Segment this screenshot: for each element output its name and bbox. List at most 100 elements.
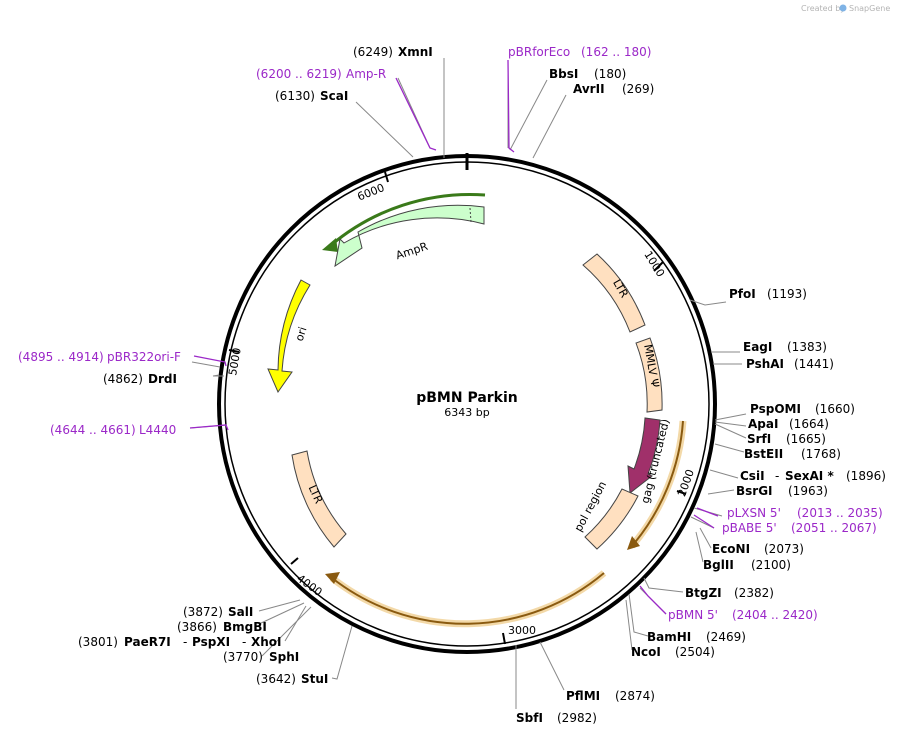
enzyme-pflmi: PflMI [566,689,600,703]
tick-5000: 5000 [226,347,244,377]
enzyme-bmgbi: BmgBI [223,620,267,634]
primer-range-pbabe: (2051 .. 2067) [791,521,877,535]
enzyme-sep-1: - [775,469,779,483]
enzyme-pspxi: PspXI [192,635,230,649]
tick-6000: 6000 [356,181,387,204]
enzyme-pshai: PshAI [746,357,784,371]
enzyme-xmni: XmnI [398,45,433,59]
plasmid-size: 6343 bp [444,406,489,419]
enzyme-pos-ncoi: (2504) [675,645,715,659]
enzyme-pos-sali: (3872) [183,605,223,619]
enzyme-pos-pfoi: (1193) [767,287,807,301]
ampr-orf-arrowhead [322,238,338,252]
enzyme-pos-csii: (1896) [846,469,886,483]
primer-pbr322ori: pBR322ori-F [107,350,181,364]
primer-range-pbr322ori: (4895 .. 4914) [18,350,104,364]
enzyme-labels: (6249) XmnI BbsI (180) AvrII (269) (6130… [78,45,886,725]
gag-truncated-feature [627,417,661,494]
enzyme-eagi: EagI [743,340,772,354]
enzyme-bglii: BglII [703,558,734,572]
enzyme-pspomi: PspOMI [750,402,801,416]
enzyme-pos-drdi: (4862) [103,372,143,386]
enzyme-xhoi: XhoI [251,635,282,649]
enzyme-pos-bsrgi: (1963) [788,484,828,498]
orf-bottom-glow [329,570,607,628]
enzyme-econi: EcoNI [712,542,750,556]
ampr-feature [334,204,485,268]
enzyme-srfi: SrfI [747,432,771,446]
enzyme-pos-sphi: (3770) [223,650,263,664]
primer-range-plxsn: (2013 .. 2035) [797,506,883,520]
enzyme-pos-sbfi: (2982) [557,711,597,725]
enzyme-btgzi: BtgZI [685,586,722,600]
primer-range-l4440: (4644 .. 4661) [50,423,136,437]
enzyme-pos-bglii: (2100) [751,558,791,572]
orf-bottom-arrowhead [325,572,340,584]
pol-region-feature [584,488,639,550]
tick-2000: 2000 [675,468,697,499]
primer-pbabe: pBABE 5' [722,521,777,535]
enzyme-pos-scai: (6130) [275,89,315,103]
enzyme-bamhi: BamHI [647,630,691,644]
ori-feature [267,279,311,394]
enzyme-pos-eagi: (1383) [787,340,827,354]
ampr-orf-line [329,193,486,248]
primer-range-pbmn: (2404 .. 2420) [732,608,818,622]
enzyme-stui: StuI [301,672,328,686]
primer-range-ampr: (6200 .. 6219) [256,67,342,81]
enzyme-pos-srfi: (1665) [786,432,826,446]
primer-range-pbrforeco: (162 .. 180) [581,45,651,59]
plasmid-name: pBMN Parkin [416,390,518,406]
primer-l4440: L4440 [139,423,176,437]
enzyme-drdi: DrdI [148,372,177,386]
enzyme-pos-xmni: (6249) [353,45,393,59]
enzyme-pos-bsteii: (1768) [801,447,841,461]
enzyme-paer7i: PaeR7I [124,635,171,649]
snapgene-logo-icon [839,4,847,12]
enzyme-pos-avrii: (269) [622,82,654,96]
primer-pbmn: pBMN 5' [668,608,718,622]
enzyme-sali: SalI [228,605,253,619]
enzyme-avrii: AvrII [573,82,605,96]
feature-label-ori: ori [293,325,310,343]
primer-plxsn: pLXSN 5' [727,506,781,520]
primer-pbrforeco: pBRforEco [508,45,570,59]
feature-label-ampr: AmpR [394,240,430,263]
enzyme-pos-pshai: (1441) [794,357,834,371]
orf-right-arrowhead [627,536,640,550]
enzyme-pos-bmgbi: (3866) [177,620,217,634]
enzyme-pos-apai: (1664) [789,417,829,431]
enzyme-scai: ScaI [320,89,348,103]
enzyme-pos-stui: (3642) [256,672,296,686]
credit-created-by: Created by [801,4,845,13]
enzyme-bbsi: BbsI [549,67,578,81]
enzyme-pos-bbsi: (180) [594,67,626,81]
tick-3000: 3000 [508,624,536,637]
orf-bottom-line [331,572,605,625]
enzyme-bsteii: BstEII [744,447,783,461]
enzyme-apai: ApaI [748,417,778,431]
primer-ampr: Amp-R [346,67,386,81]
primer-markers [189,59,719,615]
snapgene-credit: Created by SnapGene [801,4,890,13]
enzyme-pos-btgzi: (2382) [734,586,774,600]
enzyme-sbfi: SbfI [516,711,543,725]
enzyme-sphi: SphI [269,650,299,664]
enzyme-pos-econi: (2073) [764,542,804,556]
orf-right-line [631,420,684,547]
primer-labels: pBRforEco (162 .. 180) (6200 .. 6219) Am… [18,45,883,622]
enzyme-sep-2: - [183,635,187,649]
enzyme-bsrgi: BsrGI [736,484,773,498]
ltr-left-feature [291,450,347,548]
enzyme-sexai: SexAI * [785,469,834,483]
enzyme-ncoi: NcoI [631,645,661,659]
enzyme-pos-pspomi: (1660) [815,402,855,416]
enzyme-pos-bamhi: (2469) [706,630,746,644]
enzyme-sep-3: - [242,635,246,649]
enzyme-pfoi: PfoI [729,287,756,301]
mmlv-psi-feature [635,337,663,413]
credit-brand: SnapGene [849,4,890,13]
enzyme-pos-pflmi: (2874) [615,689,655,703]
enzyme-csii: CsiI [740,469,765,483]
